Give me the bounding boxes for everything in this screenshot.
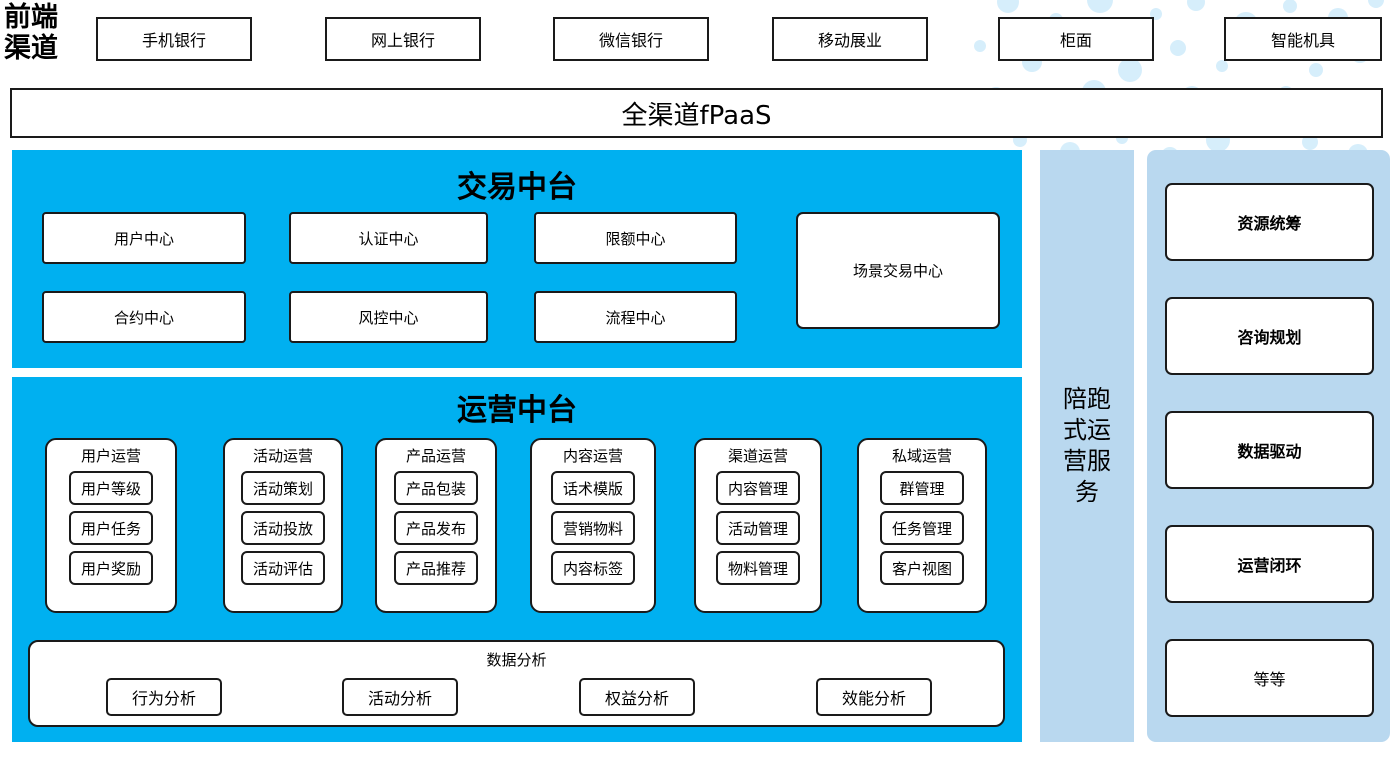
ops-column-2: 活动运营活动策划活动投放活动评估 (223, 438, 343, 613)
ops-item-2-3[interactable]: 活动评估 (241, 551, 325, 585)
ops-column-1: 用户运营用户等级用户任务用户奖励 (45, 438, 177, 613)
trade-center-box-1[interactable]: 用户中心 (42, 212, 246, 264)
capability-item-2[interactable]: 咨询规划 (1165, 297, 1374, 375)
ops-column-4: 内容运营话术模版营销物料内容标签 (530, 438, 656, 613)
capability-item-5[interactable]: 等等 (1165, 639, 1374, 717)
data-analysis-item-1[interactable]: 行为分析 (106, 678, 222, 716)
ops-item-6-3[interactable]: 客户视图 (880, 551, 964, 585)
front-end-channel-label: 前端 渠道 (4, 2, 58, 64)
ops-item-3-3[interactable]: 产品推荐 (394, 551, 478, 585)
capability-panel: 资源统筹咨询规划数据驱动运营闭环等等 (1147, 150, 1390, 742)
ops-item-5-1[interactable]: 内容管理 (716, 471, 800, 505)
front-end-channel-row: 前端 渠道 手机银行 网上银行 微信银行 移动展业 柜面 智能机具 (0, 0, 1393, 78)
data-analysis-item-2[interactable]: 活动分析 (342, 678, 458, 716)
trade-center-box-2[interactable]: 认证中心 (289, 212, 488, 264)
data-analysis-title: 数据分析 (486, 651, 547, 669)
ops-column-title: 私域运营 (891, 447, 952, 465)
capability-item-4[interactable]: 运营闭环 (1165, 525, 1374, 603)
channel-box-2[interactable]: 网上银行 (325, 17, 481, 61)
ops-column-title: 产品运营 (405, 447, 466, 465)
capability-item-1[interactable]: 资源统筹 (1165, 183, 1374, 261)
ops-item-3-2[interactable]: 产品发布 (394, 511, 478, 545)
ops-item-6-2[interactable]: 任务管理 (880, 511, 964, 545)
ops-item-2-1[interactable]: 活动策划 (241, 471, 325, 505)
channel-box-4[interactable]: 移动展业 (772, 17, 928, 61)
ops-item-1-2[interactable]: 用户任务 (69, 511, 153, 545)
ops-column-title: 内容运营 (562, 447, 623, 465)
channel-box-5[interactable]: 柜面 (998, 17, 1154, 61)
trade-center-box-3[interactable]: 限额中心 (534, 212, 737, 264)
trade-center-box-6[interactable]: 流程中心 (534, 291, 737, 343)
operations-platform-title: 运营中台 (457, 393, 577, 428)
trade-scene-center-box[interactable]: 场景交易中心 (796, 212, 1000, 329)
accompany-operation-service-label: 陪跑式运营服务 (1063, 385, 1111, 506)
ops-column-6: 私域运营群管理任务管理客户视图 (857, 438, 987, 613)
trade-center-box-5[interactable]: 风控中心 (289, 291, 488, 343)
data-analysis-item-4[interactable]: 效能分析 (816, 678, 932, 716)
ops-item-4-3[interactable]: 内容标签 (551, 551, 635, 585)
ops-item-2-2[interactable]: 活动投放 (241, 511, 325, 545)
ops-item-6-1[interactable]: 群管理 (880, 471, 964, 505)
ops-column-title: 活动运营 (252, 447, 313, 465)
capability-item-3[interactable]: 数据驱动 (1165, 411, 1374, 489)
channel-box-3[interactable]: 微信银行 (553, 17, 709, 61)
trade-middle-platform-panel: 交易中台 场景交易中心 用户中心认证中心限额中心合约中心风控中心流程中心 (12, 150, 1022, 368)
accompany-operation-service-column: 陪跑式运营服务 (1040, 150, 1134, 742)
ops-column-3: 产品运营产品包装产品发布产品推荐 (375, 438, 497, 613)
channel-box-6[interactable]: 智能机具 (1224, 17, 1382, 61)
trade-center-box-4[interactable]: 合约中心 (42, 291, 246, 343)
ops-item-1-1[interactable]: 用户等级 (69, 471, 153, 505)
ops-item-1-3[interactable]: 用户奖励 (69, 551, 153, 585)
data-analysis-strip: 数据分析 行为分析 活动分析 权益分析 效能分析 (28, 640, 1005, 727)
ops-column-title: 渠道运营 (727, 447, 788, 465)
ops-column-title: 用户运营 (80, 447, 141, 465)
omni-channel-fpaas-bar[interactable]: 全渠道fPaaS (10, 88, 1383, 138)
channel-box-1[interactable]: 手机银行 (96, 17, 252, 61)
ops-item-4-2[interactable]: 营销物料 (551, 511, 635, 545)
ops-item-5-3[interactable]: 物料管理 (716, 551, 800, 585)
ops-item-5-2[interactable]: 活动管理 (716, 511, 800, 545)
trade-platform-title: 交易中台 (457, 170, 577, 205)
ops-column-5: 渠道运营内容管理活动管理物料管理 (694, 438, 822, 613)
ops-item-4-1[interactable]: 话术模版 (551, 471, 635, 505)
ops-item-3-1[interactable]: 产品包装 (394, 471, 478, 505)
data-analysis-item-3[interactable]: 权益分析 (579, 678, 695, 716)
